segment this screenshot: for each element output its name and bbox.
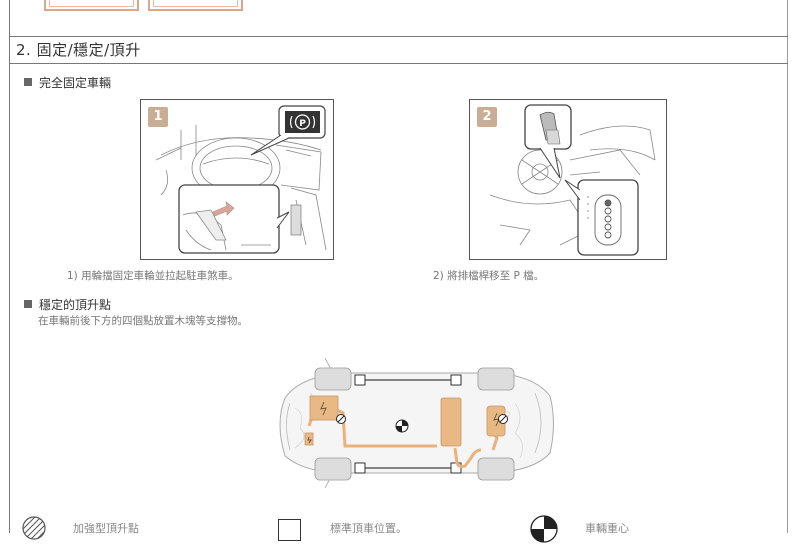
step-2-caption: 2) 將排檔桿移至 P 檔。 (433, 270, 545, 282)
hatched-circle-icon (336, 414, 508, 424)
wheels (314, 367, 515, 481)
legend-label-reinforced: 加強型頂升點 (73, 522, 139, 535)
page-frame-left (9, 0, 10, 533)
gear-shifter-illustration (489, 104, 656, 256)
center-of-gravity-icon (395, 419, 409, 433)
step-1-caption: 1) 用輪擋固定車輪並拉起駐車煞車。 (67, 270, 239, 282)
jacking-points-description: 在車輛前後下方的四個點放置木塊等支撐物。 (38, 315, 248, 327)
legend-label-standard: 標準頂車位置。 (330, 522, 407, 535)
jacking-points-heading: 穩定的頂升點 (24, 296, 111, 313)
legend-label-cog: 車輛重心 (585, 522, 629, 535)
parking-brake-illustration: P (155, 105, 327, 254)
vehicle-underbody-diagram (279, 358, 554, 489)
section-title: 2. 固定/穩定/頂升 (16, 41, 141, 59)
previous-section-box (148, 0, 243, 11)
figure-parking-brake: 1 P (140, 99, 334, 260)
square-outline-icon (278, 519, 301, 541)
center-of-gravity-icon (530, 515, 558, 543)
secure-vehicle-heading: 完全固定車輛 (24, 74, 111, 91)
bullet-square-icon (24, 78, 32, 86)
step-badge: 1 (148, 107, 168, 127)
step-badge: 2 (477, 107, 497, 127)
section-divider-bottom (9, 63, 788, 64)
section-divider-top (9, 36, 788, 37)
page-frame-right (787, 0, 788, 533)
gear-positions (604, 199, 612, 239)
bullet-square-icon (24, 300, 32, 308)
previous-section-box (44, 0, 139, 11)
svg-text:P: P (299, 119, 306, 129)
figure-gear-shifter: 2 (469, 99, 667, 260)
hatched-circle-icon (22, 516, 46, 540)
parking-brake-icon (285, 111, 320, 133)
pull-arrow-icon (212, 201, 235, 217)
